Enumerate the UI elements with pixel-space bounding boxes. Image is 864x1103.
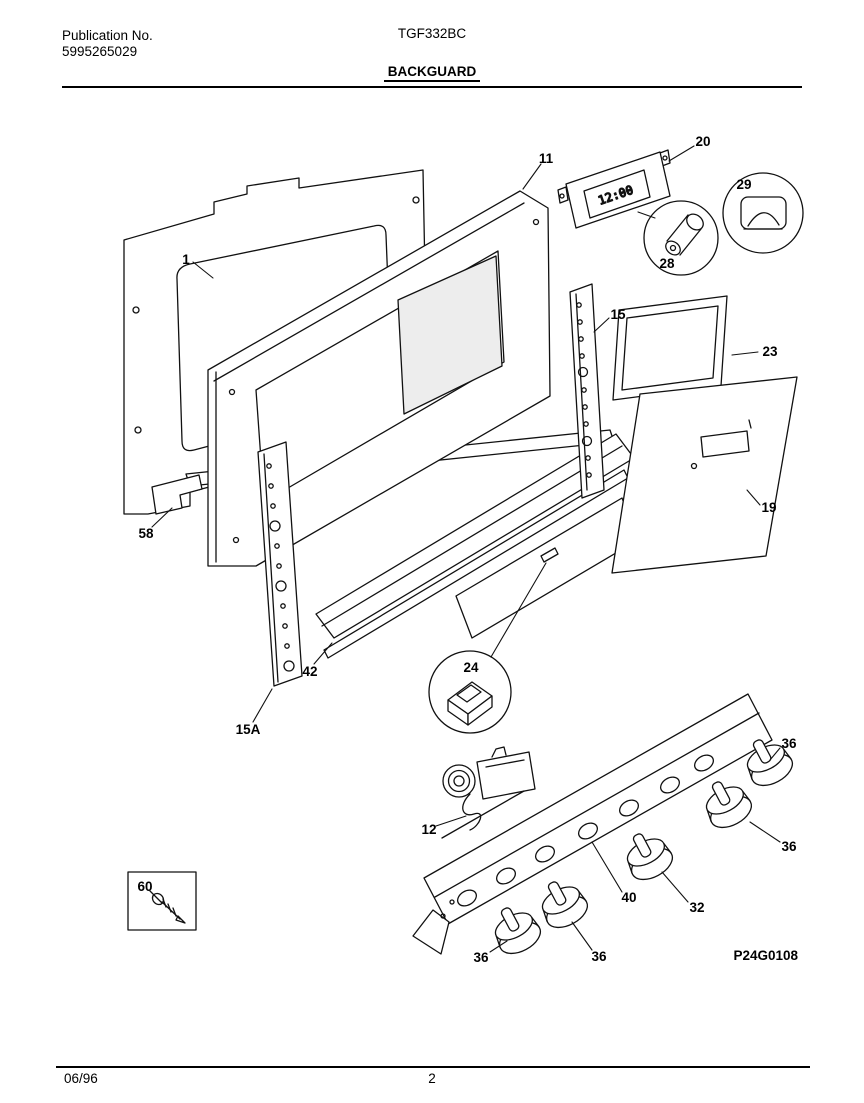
callout-24: 24: [463, 660, 479, 675]
callout-11: 11: [539, 151, 554, 166]
publication-label: Publication No.: [62, 28, 153, 43]
part-58-bracket: [151, 474, 203, 515]
part-60-screw-box: [127, 871, 197, 931]
publication-number: 5995265029: [62, 44, 138, 60]
drawing-code: P24G0108: [733, 948, 798, 963]
callout-36-c: 36: [591, 949, 607, 964]
callout-42: 42: [302, 664, 317, 679]
callout-15: 15: [610, 307, 626, 322]
knob-36-d: [484, 897, 547, 961]
publication-info: Publication No. 5995265029: [62, 28, 153, 60]
knob-32: [616, 823, 679, 887]
callout-36-d: 36: [473, 950, 489, 965]
callout-36-a: 36: [781, 736, 797, 751]
knob-36-b: [695, 771, 758, 835]
callout-19: 19: [761, 500, 776, 515]
part-29-knob-detail: [722, 172, 804, 254]
callout-29: 29: [736, 177, 751, 192]
footer-rule: [56, 1066, 810, 1068]
part-15-bracket-right: [569, 283, 605, 499]
callout-12: 12: [421, 822, 436, 837]
callout-32: 32: [689, 900, 704, 915]
footer-date: 06/96: [64, 1071, 98, 1086]
header-rule: [62, 86, 802, 88]
callout-58: 58: [138, 526, 154, 541]
callout-15A: 15A: [236, 722, 261, 737]
callout-28: 28: [659, 256, 675, 271]
callout-36-b: 36: [781, 839, 797, 854]
leader-lines: [151, 145, 781, 953]
part-11-backguard-body: [207, 190, 551, 567]
model-number: TGF332BC: [397, 26, 467, 41]
part-19-control-overlay: [611, 376, 798, 574]
part-24-switch-detail: [428, 650, 512, 734]
callout-40: 40: [621, 890, 636, 905]
callout-60: 60: [137, 879, 152, 894]
part-control-panel: [412, 693, 773, 955]
callout-20: 20: [695, 134, 710, 149]
part-28-button-detail: [643, 200, 719, 276]
footer-page-number: 2: [428, 1071, 436, 1086]
part-23-window-frame: [612, 295, 728, 401]
part-15A-bracket-left: [257, 441, 303, 687]
section-title: BACKGUARD: [0, 64, 864, 82]
callout-1: 1: [182, 252, 190, 267]
knob-36-c: [531, 871, 594, 935]
part-12-thermostat: [441, 746, 536, 839]
callout-23: 23: [762, 344, 778, 359]
part-20-clock: 12:00: [557, 149, 671, 229]
callout-labels: 1 11 20 29 28 15 23 19 58 42 15A 24 12 3…: [137, 134, 798, 965]
